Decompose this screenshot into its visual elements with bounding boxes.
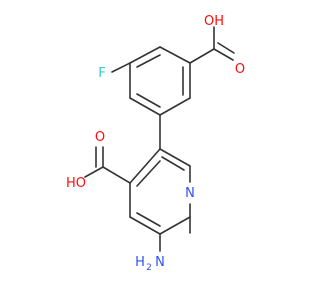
bond xyxy=(102,166,131,184)
molecule-diagram: F OH O HO O N H 2 N xyxy=(66,14,245,273)
bond xyxy=(129,97,161,116)
bond xyxy=(159,216,191,235)
bond xyxy=(159,148,191,167)
hydroxyl-label-left: HO xyxy=(66,176,86,191)
bonds xyxy=(84,26,235,252)
amine-nitrogen-label: N xyxy=(155,255,165,270)
amine-h-label: H xyxy=(135,255,145,270)
bond xyxy=(213,48,234,61)
carbonyl-oxygen-label-right: O xyxy=(235,62,245,77)
pyridine-nitrogen-label: N xyxy=(185,186,195,201)
bond xyxy=(129,46,161,64)
bond xyxy=(189,48,215,64)
bond xyxy=(129,148,161,184)
bond xyxy=(84,166,104,178)
hydroxyl-label-top: OH xyxy=(204,14,224,29)
bond xyxy=(136,93,161,108)
carbonyl-oxygen-label-left: O xyxy=(95,130,105,145)
bond xyxy=(159,97,191,116)
bond xyxy=(217,42,235,54)
bond xyxy=(136,54,161,68)
bond xyxy=(159,46,191,64)
amine-label: H 2 N xyxy=(135,255,165,273)
amine-h-subscript: 2 xyxy=(146,263,152,273)
bond xyxy=(129,216,161,235)
bond xyxy=(111,62,131,73)
bond xyxy=(136,212,161,227)
atom-labels: F OH O HO O N H 2 N xyxy=(66,14,245,273)
bond xyxy=(136,160,161,187)
bond xyxy=(161,156,185,171)
fluorine-label: F xyxy=(98,66,105,81)
